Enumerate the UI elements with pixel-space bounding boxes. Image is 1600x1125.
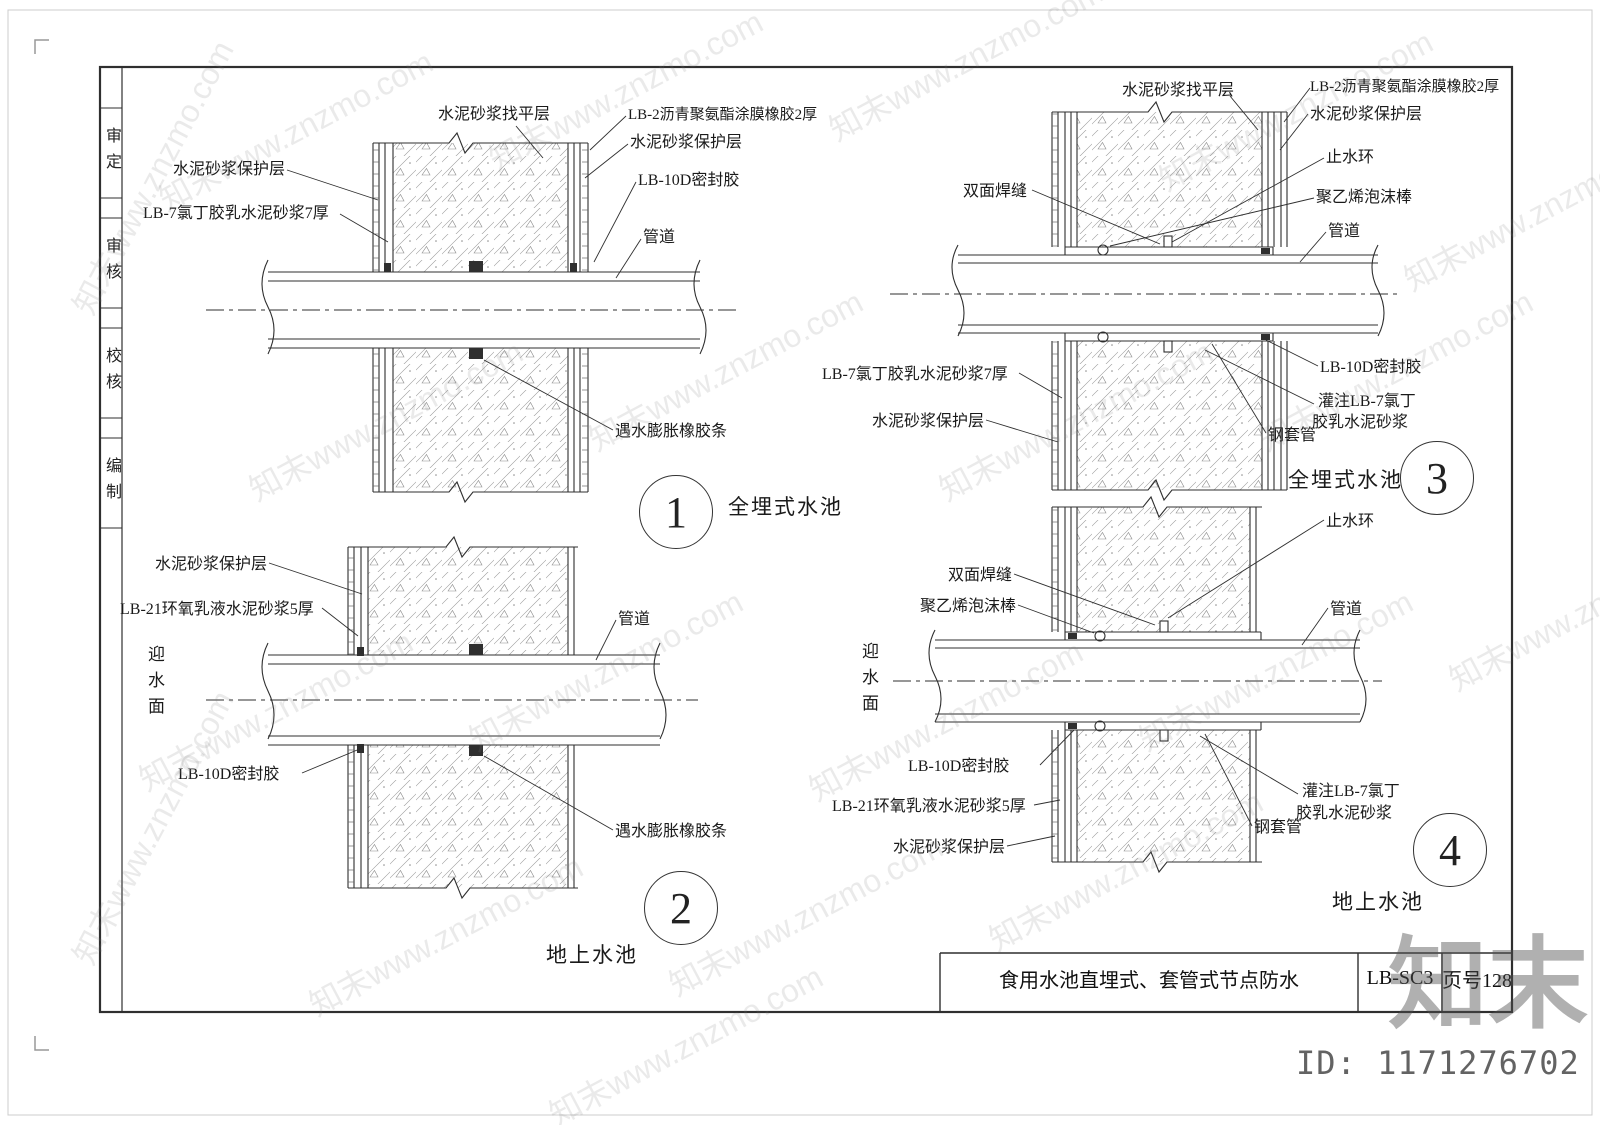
detail-3-drawing (890, 87, 1400, 502)
sidebar-label: 审核 (103, 237, 120, 289)
label-d4-grout-1: 灌注LB-7氯丁 (1302, 783, 1400, 800)
detail-number-3: 3 (1400, 441, 1474, 515)
detail-4-drawing (893, 495, 1382, 874)
label-d4-pipe: 管道 (1330, 601, 1363, 618)
label-d3-foam-rod: 聚乙烯泡沫棒 (1316, 189, 1413, 206)
caption-d1: 全埋式水池 (728, 495, 843, 519)
sidebar-item-review: 审核 (100, 218, 122, 308)
detail-number-4: 4 (1413, 813, 1487, 887)
label-d3-membrane: LB-2沥青聚氨酯涂膜橡胶2厚 (1310, 79, 1500, 95)
detail-number-2: 2 (644, 871, 718, 945)
sidebar-label: 编制 (103, 457, 120, 509)
detail-2-drawing (206, 535, 698, 900)
sidebar-item-compile: 编制 (100, 438, 122, 528)
label-d3-sleeve: 钢套管 (1268, 427, 1317, 444)
label-d1-protect-left: 水泥砂浆保护层 (173, 161, 286, 178)
label-d2-protect: 水泥砂浆保护层 (155, 556, 268, 573)
label-d4-epoxy: LB-21环氧乳液水泥砂浆5厚 (832, 798, 1026, 815)
sidebar-label: 审定 (103, 127, 120, 179)
label-d1-pipe: 管道 (643, 229, 676, 246)
titleblock-title: 食用水池直埋式、套管式节点防水 (999, 969, 1299, 992)
label-d3-protect-left: 水泥砂浆保护层 (872, 413, 985, 430)
label-d1-protect-right: 水泥砂浆保护层 (630, 134, 743, 151)
label-d3-weld: 双面焊缝 (963, 183, 1028, 200)
label-d2-pipe: 管道 (618, 611, 651, 628)
corner-marks (34, 39, 49, 1051)
label-d1-sealant: LB-10D密封胶 (638, 172, 740, 189)
label-d4-water-face: 迎水面 (859, 642, 878, 720)
sheet-border (7, 9, 1593, 1116)
label-d4-waterstop: 止水环 (1326, 513, 1375, 530)
label-d1-mortar7: LB-7氯丁胶乳水泥砂浆7厚 (143, 205, 329, 222)
main-frame (98, 65, 1514, 1014)
detail-1-drawing (206, 115, 738, 504)
sidebar-item-approve: 审定 (100, 108, 122, 198)
titleblock-page-no: 页号128 (1442, 969, 1512, 992)
caption-d2: 地上水池 (546, 943, 638, 967)
label-d4-sealant: LB-10D密封胶 (908, 758, 1010, 775)
label-d3-grout-1: 灌注LB-7氯丁 (1318, 393, 1416, 410)
label-d1-leveling: 水泥砂浆找平层 (438, 106, 551, 123)
label-d3-sealant: LB-10D密封胶 (1320, 359, 1422, 376)
label-d3-mortar7: LB-7氯丁胶乳水泥砂浆7厚 (822, 366, 1008, 383)
label-d4-sleeve: 钢套管 (1254, 819, 1303, 836)
label-d3-waterstop: 止水环 (1326, 149, 1375, 166)
label-d4-foam-rod: 聚乙烯泡沫棒 (920, 598, 1017, 615)
sidebar-item-check: 校核 (100, 328, 122, 418)
label-d3-grout-2: 胶乳水泥砂浆 (1312, 414, 1409, 431)
label-d1-membrane: LB-2沥青聚氨酯涂膜橡胶2厚 (628, 107, 818, 123)
label-d4-weld: 双面焊缝 (948, 567, 1013, 584)
sidebar-label: 校核 (103, 347, 120, 399)
label-d2-sealant: LB-10D密封胶 (178, 766, 280, 783)
label-d4-grout-2: 胶乳水泥砂浆 (1296, 805, 1393, 822)
label-d2-water-face: 迎水面 (145, 645, 164, 723)
caption-d4: 地上水池 (1332, 890, 1424, 914)
label-d2-epoxy: LB-21环氧乳液水泥砂浆5厚 (120, 601, 314, 618)
detail-number-1: 1 (639, 475, 713, 549)
label-d3-protect-right: 水泥砂浆保护层 (1310, 106, 1423, 123)
label-d4-protect: 水泥砂浆保护层 (893, 839, 1006, 856)
label-d1-rubber-strip: 遇水膨胀橡胶条 (615, 423, 728, 440)
caption-d3: 全埋式水池 (1288, 468, 1403, 492)
titleblock-drawing-no: LB-SC3 (1366, 966, 1434, 989)
label-d3-pipe: 管道 (1328, 223, 1361, 240)
label-d2-rubber-strip: 遇水膨胀橡胶条 (615, 823, 728, 840)
label-d3-leveling: 水泥砂浆找平层 (1122, 82, 1235, 99)
